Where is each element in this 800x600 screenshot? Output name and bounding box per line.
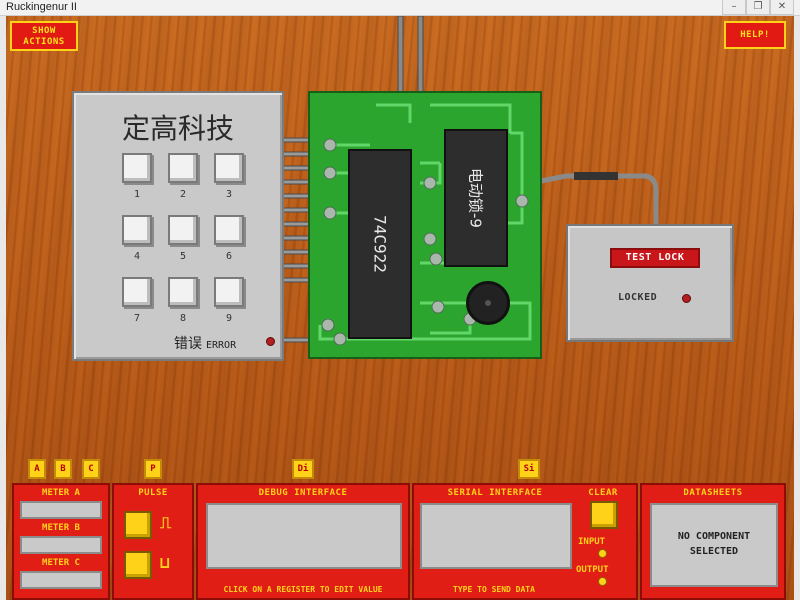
tab-di[interactable]: Di xyxy=(292,459,314,479)
pulse-low-icon: ⊔ xyxy=(160,553,170,572)
debug-title: DEBUG INTERFACE xyxy=(258,488,348,498)
pulse-high-icon: ⎍ xyxy=(160,513,172,532)
key-5[interactable] xyxy=(168,215,198,245)
meter-c-label: METER C xyxy=(42,558,80,568)
datasheets-line-2: SELECTED xyxy=(689,546,739,557)
chip-74c922[interactable]: 74C922 xyxy=(348,149,412,339)
key-label-2: 2 xyxy=(179,189,187,200)
datasheets-panel: DATASHEETS NO COMPONENT SELECTED xyxy=(640,483,786,600)
error-label-cn: 错误 xyxy=(174,336,202,352)
lock-device: TEST LOCK LOCKED xyxy=(566,224,734,342)
cable-sleeve xyxy=(574,172,618,180)
datasheets-title: DATASHEETS xyxy=(683,488,743,498)
output-led-icon xyxy=(598,577,607,586)
circuit-board: 74C922 电动锁-9 xyxy=(308,91,542,359)
show-actions-button[interactable]: SHOW ACTIONS xyxy=(10,21,78,51)
meter-a-label: METER A xyxy=(42,488,80,498)
window-title: Ruckingenur II xyxy=(6,1,77,13)
tab-a[interactable]: A xyxy=(28,459,46,479)
meter-a-display xyxy=(20,501,102,519)
minimize-button[interactable]: – xyxy=(722,0,746,15)
datasheets-line-1: NO COMPONENT xyxy=(677,531,751,542)
test-lock-button[interactable]: TEST LOCK xyxy=(610,248,700,268)
pulse-high-button[interactable] xyxy=(124,511,152,539)
key-label-1: 1 xyxy=(133,189,141,200)
pulse-low-button[interactable] xyxy=(124,551,152,579)
tab-si[interactable]: Si xyxy=(518,459,540,479)
key-label-3: 3 xyxy=(225,189,233,200)
maximize-button[interactable]: ❐ xyxy=(746,0,770,15)
key-label-6: 6 xyxy=(225,251,233,262)
key-3[interactable] xyxy=(214,153,244,183)
pulse-panel: PULSE ⎍ ⊔ xyxy=(112,483,194,600)
meter-b-label: METER B xyxy=(42,523,80,533)
key-label-8: 8 xyxy=(179,313,187,324)
debug-register-display[interactable] xyxy=(206,503,402,569)
key-1[interactable] xyxy=(122,153,152,183)
chip-74c922-label: 74C922 xyxy=(370,215,390,273)
meter-b-display xyxy=(20,536,102,554)
input-label: INPUT xyxy=(578,537,606,547)
output-label: OUTPUT xyxy=(576,565,609,575)
buzzer-icon[interactable] xyxy=(466,281,510,325)
clear-label: CLEAR xyxy=(588,488,618,498)
tab-c[interactable]: C xyxy=(82,459,100,479)
key-label-9: 9 xyxy=(225,313,233,324)
key-label-7: 7 xyxy=(133,313,141,324)
serial-panel: SERIAL INTERFACE CLEAR INPUT OUTPUT TYPE… xyxy=(412,483,638,600)
key-7[interactable] xyxy=(122,277,152,307)
key-6[interactable] xyxy=(214,215,244,245)
close-button[interactable]: ✕ xyxy=(770,0,794,15)
help-button[interactable]: HELP! xyxy=(724,21,786,49)
key-9[interactable] xyxy=(214,277,244,307)
keypad-brand: 定高科技 xyxy=(121,112,234,145)
error-indicator: 错误 ERROR xyxy=(174,333,236,353)
window-titlebar: Ruckingenur II – ❐ ✕ xyxy=(0,0,800,16)
datasheets-display: NO COMPONENT SELECTED xyxy=(650,503,778,587)
key-8[interactable] xyxy=(168,277,198,307)
key-label-5: 5 xyxy=(179,251,187,262)
keypad-panel: 定高科技 1 2 3 4 5 6 7 8 9 错误 ERROR xyxy=(72,91,284,361)
error-led-icon xyxy=(266,337,275,346)
meter-c-display xyxy=(20,571,102,589)
key-2[interactable] xyxy=(168,153,198,183)
serial-title: SERIAL INTERFACE xyxy=(447,488,543,498)
debug-panel: DEBUG INTERFACE CLICK ON A REGISTER TO E… xyxy=(196,483,410,600)
locked-led-icon xyxy=(682,294,691,303)
window-controls: – ❐ ✕ xyxy=(722,0,794,15)
top-cable-1 xyxy=(397,16,404,101)
chip-lock-driver-label: 电动锁-9 xyxy=(466,168,485,228)
top-cable-2 xyxy=(417,16,424,101)
serial-display[interactable] xyxy=(420,503,572,569)
key-4[interactable] xyxy=(122,215,152,245)
tab-p[interactable]: P xyxy=(144,459,162,479)
tab-b[interactable]: B xyxy=(54,459,72,479)
input-led-icon xyxy=(598,549,607,558)
chip-lock-driver[interactable]: 电动锁-9 xyxy=(444,129,508,267)
serial-hint: TYPE TO SEND DATA xyxy=(453,585,535,594)
lock-cable xyxy=(525,173,659,226)
clear-button[interactable] xyxy=(590,501,618,529)
game-stage: SHOW ACTIONS HELP! 定高科技 1 2 3 4 5 xyxy=(6,16,794,600)
pulse-title: PULSE xyxy=(138,488,168,498)
meters-panel: METER A METER B METER C xyxy=(12,483,110,600)
error-label-en: ERROR xyxy=(206,340,237,351)
key-label-4: 4 xyxy=(133,251,141,262)
locked-status: LOCKED xyxy=(618,292,658,303)
debug-hint: CLICK ON A REGISTER TO EDIT VALUE xyxy=(223,585,383,594)
pcb-traces xyxy=(318,103,532,346)
